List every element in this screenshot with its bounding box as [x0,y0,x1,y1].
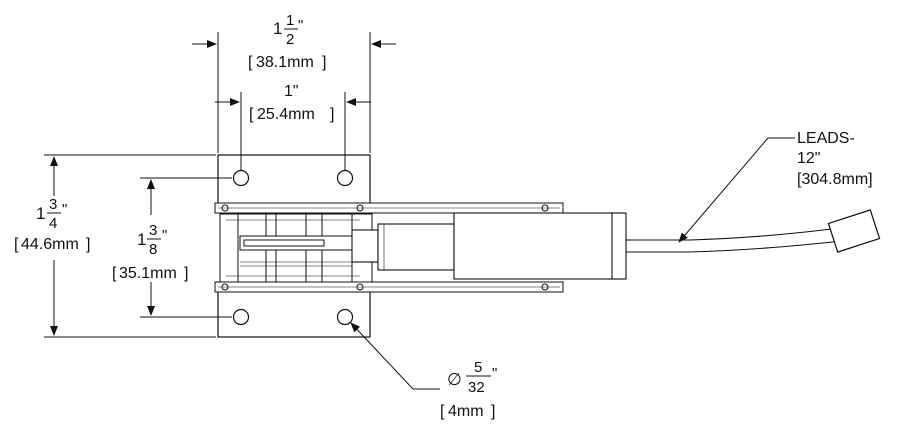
outer-height-metric: 44.6mm [21,236,79,253]
outer-width-denominator: 2 [286,31,294,48]
hole-vertical-metric: 35.1mm [119,265,177,282]
hole-vertical-unit: " [162,227,167,244]
hole-spacing-metric: 25.4mm [257,106,315,123]
lead-cable [626,227,843,253]
outer-height-whole: 1 [36,204,45,223]
hole-diameter-bracket-left: [ [440,403,445,420]
hole-vertical-whole: 1 [137,230,146,249]
hole-diameter-leader [350,322,440,390]
dim-hole-vertical [140,177,232,318]
bottom-left-mounting-hole [232,308,250,326]
hole-spacing-inch: 1" [284,83,299,100]
dim-hole-spacing [215,92,371,170]
outer-height-unit: " [62,201,67,218]
outer-height-denominator: 4 [49,215,57,232]
top-right-mounting-hole [336,169,354,187]
hole-diameter-denominator: 32 [468,379,485,396]
hole-diameter-metric: 4mm [448,403,484,420]
leads-length-inch: 12" [797,150,820,167]
bottom-right-mounting-hole [336,308,354,326]
outer-width-unit: " [298,17,303,34]
hole-vertical-bracket-left: [ [112,265,117,282]
hole-spacing-bracket-right: ] [330,106,334,123]
hole-diameter-numerator: 5 [474,359,482,376]
top-left-mounting-hole [232,169,250,187]
leads-length-metric: [304.8mm] [797,171,873,188]
outer-width-numerator: 1 [286,12,294,29]
outer-height-numerator: 3 [49,196,57,213]
hole-vertical-denominator: 8 [149,241,157,258]
hole-vertical-bracket-right: ] [184,265,188,282]
dim-outer-width [192,32,396,153]
actuator-body [351,212,627,280]
leads-label: LEADS- [797,130,855,147]
dim-outer-height [44,154,216,338]
hole-diameter-unit: " [492,365,497,382]
hole-diameter-symbol: ∅ [447,370,462,389]
outer-width-whole: 1 [273,19,282,38]
hole-diameter-bracket-right: ] [491,403,495,420]
cable-connector [827,209,881,253]
outer-width-metric: 38.1mm [256,54,314,71]
outer-height-bracket-right: ] [86,236,90,253]
flexure-body [214,202,564,293]
outer-height-bracket-left: [ [14,236,19,253]
hole-vertical-numerator: 3 [149,222,157,239]
outer-width-bracket-left: [ [248,54,253,71]
hole-spacing-bracket-left: [ [249,106,254,123]
bottom-mounting-plate [217,289,371,338]
leads-leader [678,137,795,243]
outer-width-bracket-right: ] [322,54,326,71]
